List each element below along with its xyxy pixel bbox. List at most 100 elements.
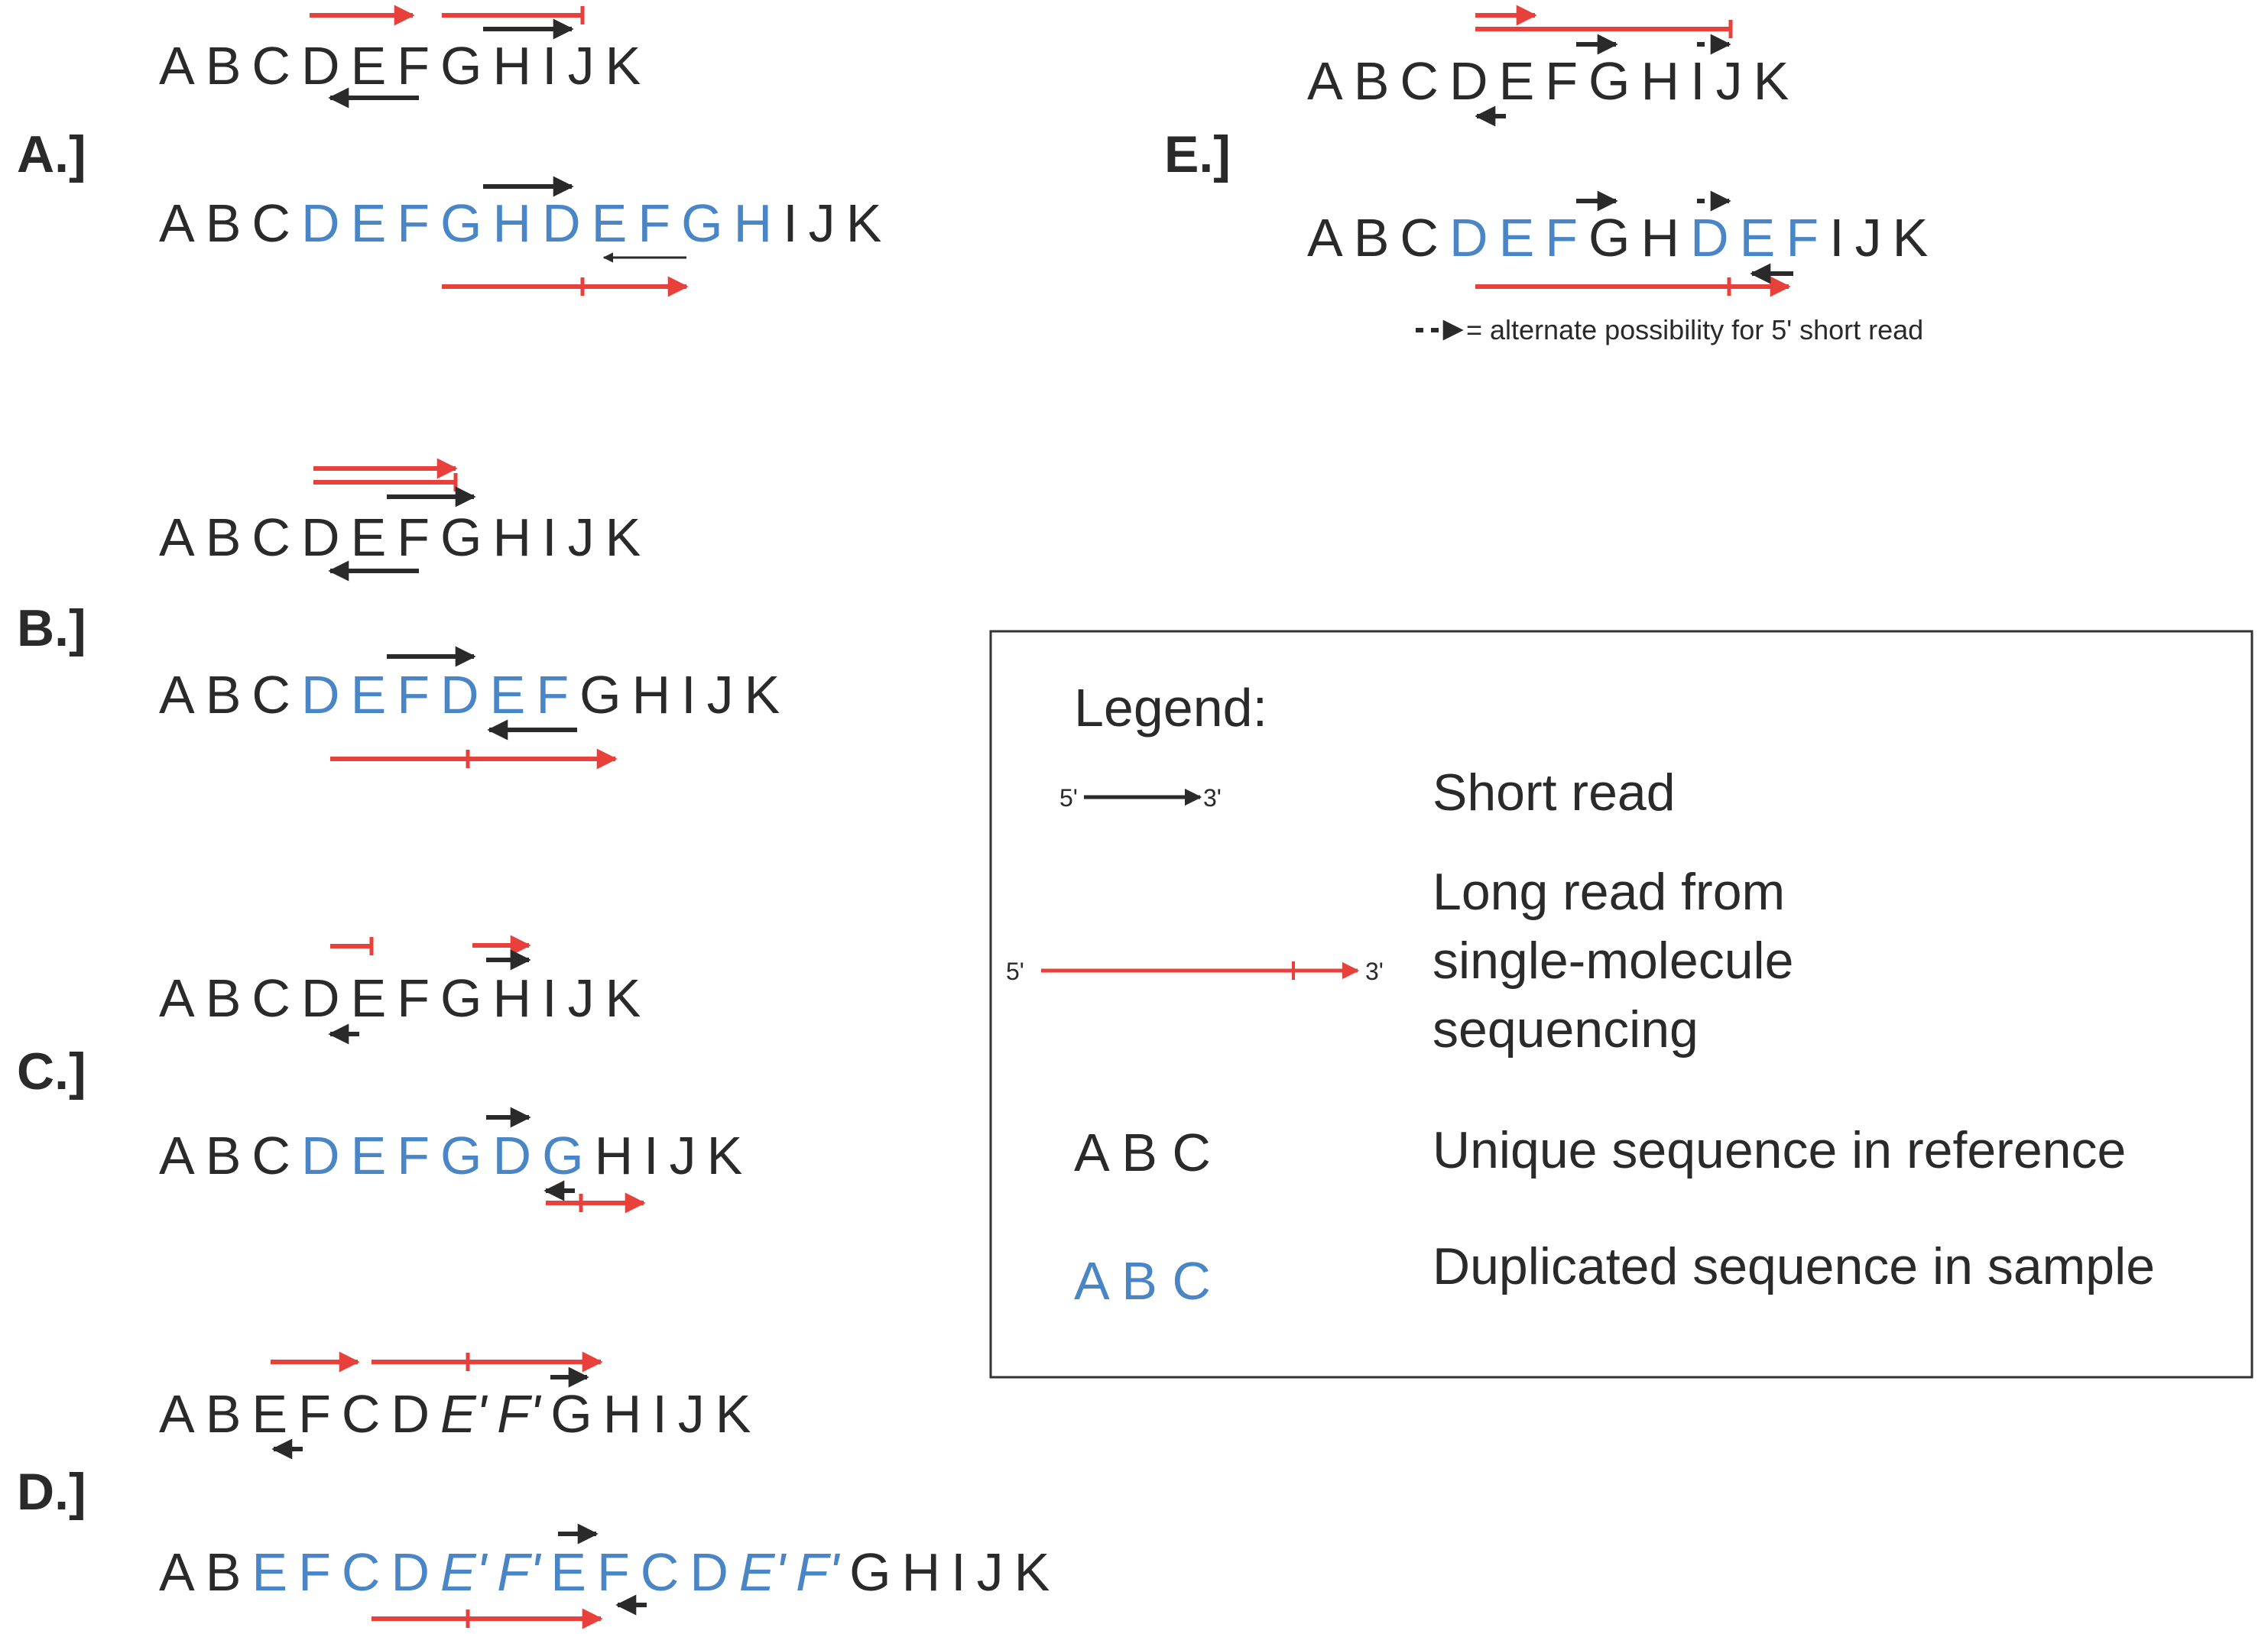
sequence-letter: F	[1534, 208, 1578, 267]
sequence-letter: F	[525, 665, 569, 725]
panel-label-a: A.]	[17, 125, 86, 183]
sequence-letter: A	[159, 968, 195, 1028]
sequence-letter: B	[1343, 51, 1390, 111]
sequence-letter: F	[1534, 51, 1578, 111]
sequence-letter: F	[386, 665, 430, 725]
long-read-5-prime: 5'	[1006, 958, 1024, 985]
panel-a-reads	[310, 5, 689, 297]
sequence-letter: C	[1389, 208, 1439, 267]
sequence-letter: F	[386, 36, 430, 96]
sequence-letter: E	[1729, 208, 1776, 267]
sequence-letter: K	[1743, 51, 1789, 111]
sequence-letter: F	[287, 1542, 331, 1602]
sequence-letter: B	[195, 1384, 242, 1444]
sequence-letter: J	[667, 1384, 705, 1444]
legend: Legend: 5' 3' Short read 5' 3' Long read…	[989, 630, 2253, 1379]
sequence-letter: E	[340, 507, 387, 567]
sequence-letter: D	[380, 1542, 430, 1602]
sequence-letter: K	[734, 665, 780, 725]
sequence-letter: J	[1705, 51, 1743, 111]
sequence-letter: C	[241, 665, 290, 725]
sequence-letter: F'	[486, 1542, 542, 1602]
sequence-letter: G	[430, 193, 482, 253]
sequence-letter: E	[581, 193, 628, 253]
legend-frame	[989, 630, 2253, 1379]
sequence-letter: G	[569, 665, 621, 725]
sequence-letter: D	[290, 36, 340, 96]
sequence-letter: B	[195, 193, 242, 253]
sequence-letter: D	[482, 1126, 532, 1185]
sequence-letter: B	[195, 1126, 242, 1185]
sequence-letter: E'	[430, 1542, 488, 1602]
panel-b-reads	[313, 458, 618, 770]
sequence-letter: A	[1307, 208, 1343, 267]
sequence-letter: H	[482, 193, 532, 253]
panel-a-sample-sequence: A B C D E F G H D E F G H I J K	[159, 193, 881, 253]
sequence-letter: F	[287, 1384, 331, 1444]
legend-long-read-line-1: Long read from	[1433, 863, 1785, 921]
sequence-letter: A	[159, 665, 195, 725]
sequence-letter: K	[595, 968, 641, 1028]
sequence-letter: H	[891, 1542, 941, 1602]
sequence-letter: H	[482, 507, 532, 567]
legend-unique-label: Unique sequence in reference	[1433, 1121, 2126, 1179]
panel-label-c: C.]	[17, 1042, 86, 1101]
sequence-letter: H	[723, 193, 773, 253]
sequence-letter: I	[531, 968, 556, 1028]
sequence-letter: K	[705, 1384, 751, 1444]
sequence-letter: D	[290, 665, 340, 725]
sequence-letter: A	[159, 193, 195, 253]
short-read-5-prime: 5'	[1059, 784, 1078, 812]
sequence-letter: K	[835, 193, 882, 253]
panel-a-reference-sequence: A B C D E F G H I J K	[159, 36, 641, 96]
sequence-letter: H	[482, 36, 532, 96]
sequence-letter: D	[290, 968, 340, 1028]
sequence-letter: I	[940, 1542, 965, 1602]
sequence-letter: F	[1775, 208, 1819, 267]
sequence-letter: G	[430, 36, 482, 96]
sequence-letter: A	[1307, 51, 1343, 111]
sequence-letter: E	[340, 36, 387, 96]
sequence-letter: K	[595, 507, 641, 567]
panel-c-sample-sequence: A B C D E F G D G H I J K	[159, 1126, 742, 1185]
sequence-letter: J	[557, 36, 595, 96]
sequence-letter: H	[592, 1384, 642, 1444]
sequence-letter: I	[1679, 51, 1705, 111]
sequence-letter: C	[241, 193, 290, 253]
panel-label-b: B.]	[17, 599, 86, 657]
sequence-letter: I	[531, 36, 556, 96]
legend-short-read-label: Short read	[1433, 764, 1676, 822]
sequence-letter: F'	[486, 1384, 542, 1444]
sequence-letter: B	[195, 507, 242, 567]
sequence-letter: F	[386, 193, 430, 253]
sequence-letter: E	[340, 968, 387, 1028]
sequence-letter: H	[1630, 208, 1680, 267]
sequence-letter: K	[595, 36, 641, 96]
sequence-letter: C	[241, 507, 290, 567]
legend-unique-sample: A B C	[1074, 1123, 1211, 1182]
panel-d-reference-sequence: A B E F C D E' F' G H I J K	[159, 1384, 751, 1444]
sequence-letter: E'	[728, 1542, 787, 1602]
sequence-letter: F	[386, 968, 430, 1028]
sequence-letter: D	[679, 1542, 728, 1602]
sequence-letter: I	[641, 1384, 667, 1444]
sequence-letter: J	[798, 193, 835, 253]
sequence-letter: D	[290, 193, 340, 253]
sequence-letter: G	[430, 968, 482, 1028]
sequence-letter: J	[659, 1126, 696, 1185]
sequence-letter: E	[340, 1126, 387, 1185]
sequence-letter: I	[670, 665, 696, 725]
sequence-letter: G	[839, 1542, 891, 1602]
panel-b-sample-sequence: A B C D E F D E F G H I J K	[159, 665, 780, 725]
sequence-letter: G	[540, 1384, 592, 1444]
sequence-letter: C	[241, 1126, 290, 1185]
sequence-letter: I	[531, 507, 556, 567]
panel-d-sample-sequence: A B E F C D E' F' E F C D E' F' G H I J …	[159, 1542, 1050, 1602]
sequence-letter: K	[696, 1126, 743, 1185]
sequence-letter: H	[482, 968, 532, 1028]
sequence-letter: A	[159, 1542, 195, 1602]
sequence-letter: C	[241, 36, 290, 96]
panel-e-reads: = alternate possibility for 5' short rea…	[1416, 5, 1923, 345]
sequence-letter: E	[1488, 51, 1535, 111]
